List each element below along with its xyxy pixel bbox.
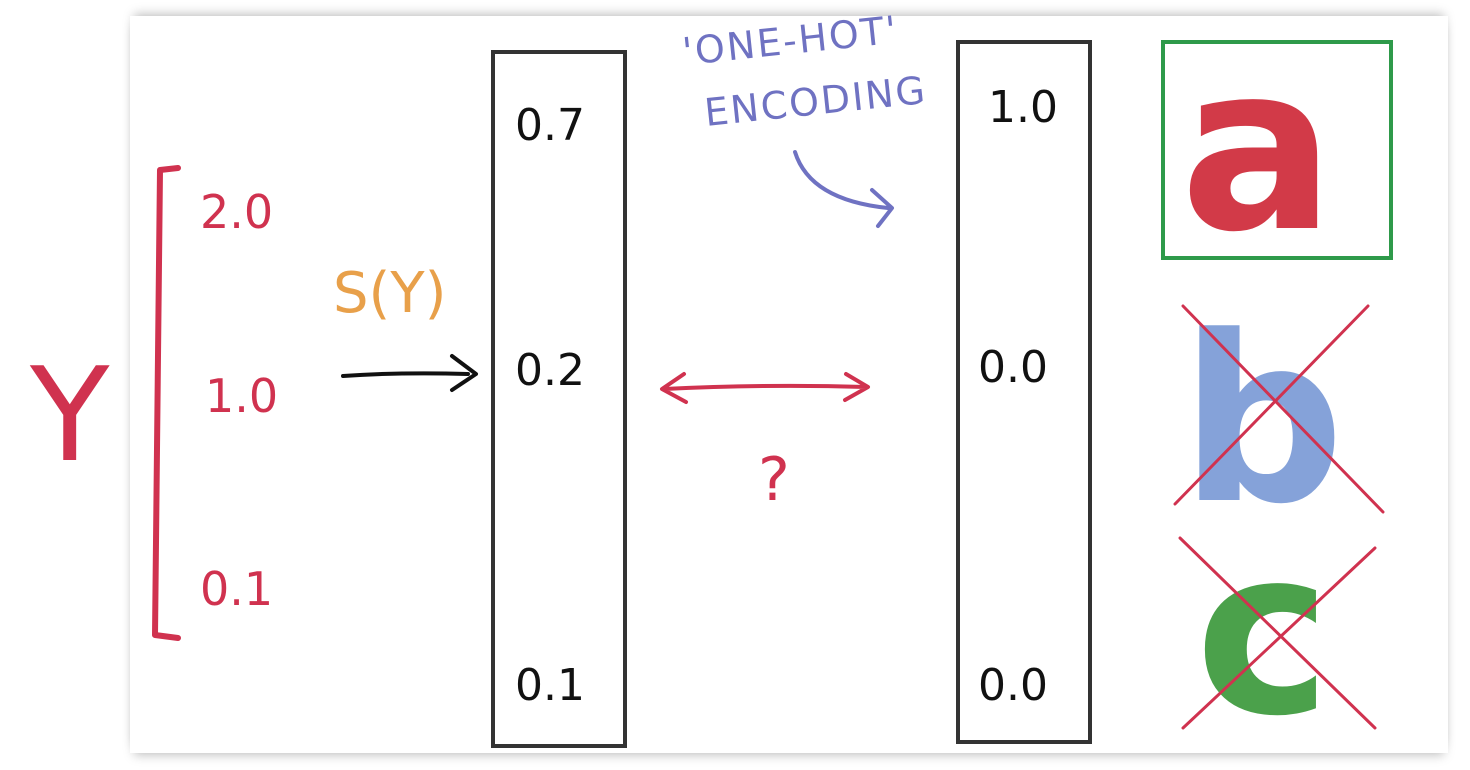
- cross-out-c: [1178, 536, 1377, 730]
- one-hot-label-line2: ENCODING: [702, 68, 929, 135]
- softmax-function-label: S(Y): [333, 261, 446, 326]
- probability-value-2: 0.2: [515, 345, 585, 396]
- class-letter-a: a: [1180, 16, 1335, 283]
- one-hot-value-1: 1.0: [988, 82, 1058, 133]
- cross-out-b: [1173, 304, 1385, 514]
- question-mark: ?: [758, 445, 790, 515]
- logits-bracket: [152, 165, 181, 641]
- softmax-arrow: [341, 354, 478, 392]
- probability-value-3: 0.1: [515, 660, 585, 711]
- correct-class-box: [1161, 40, 1393, 260]
- probability-column-box: [491, 50, 627, 748]
- input-variable-label: Y: [29, 339, 110, 491]
- one-hot-value-2: 0.0: [978, 342, 1048, 393]
- logit-value-1: 2.0: [200, 185, 273, 239]
- annotation-arrow: [793, 150, 894, 228]
- logit-value-3: 0.1: [200, 562, 273, 616]
- logit-value-2: 1.0: [205, 369, 278, 423]
- comparison-double-arrow: [660, 372, 870, 404]
- probability-value-1: 0.7: [515, 100, 585, 151]
- one-hot-column-box: [956, 40, 1092, 744]
- one-hot-label-line1: 'ONE-HOT': [680, 8, 900, 74]
- class-letter-c: c: [1195, 500, 1331, 767]
- one-hot-value-3: 0.0: [978, 660, 1048, 711]
